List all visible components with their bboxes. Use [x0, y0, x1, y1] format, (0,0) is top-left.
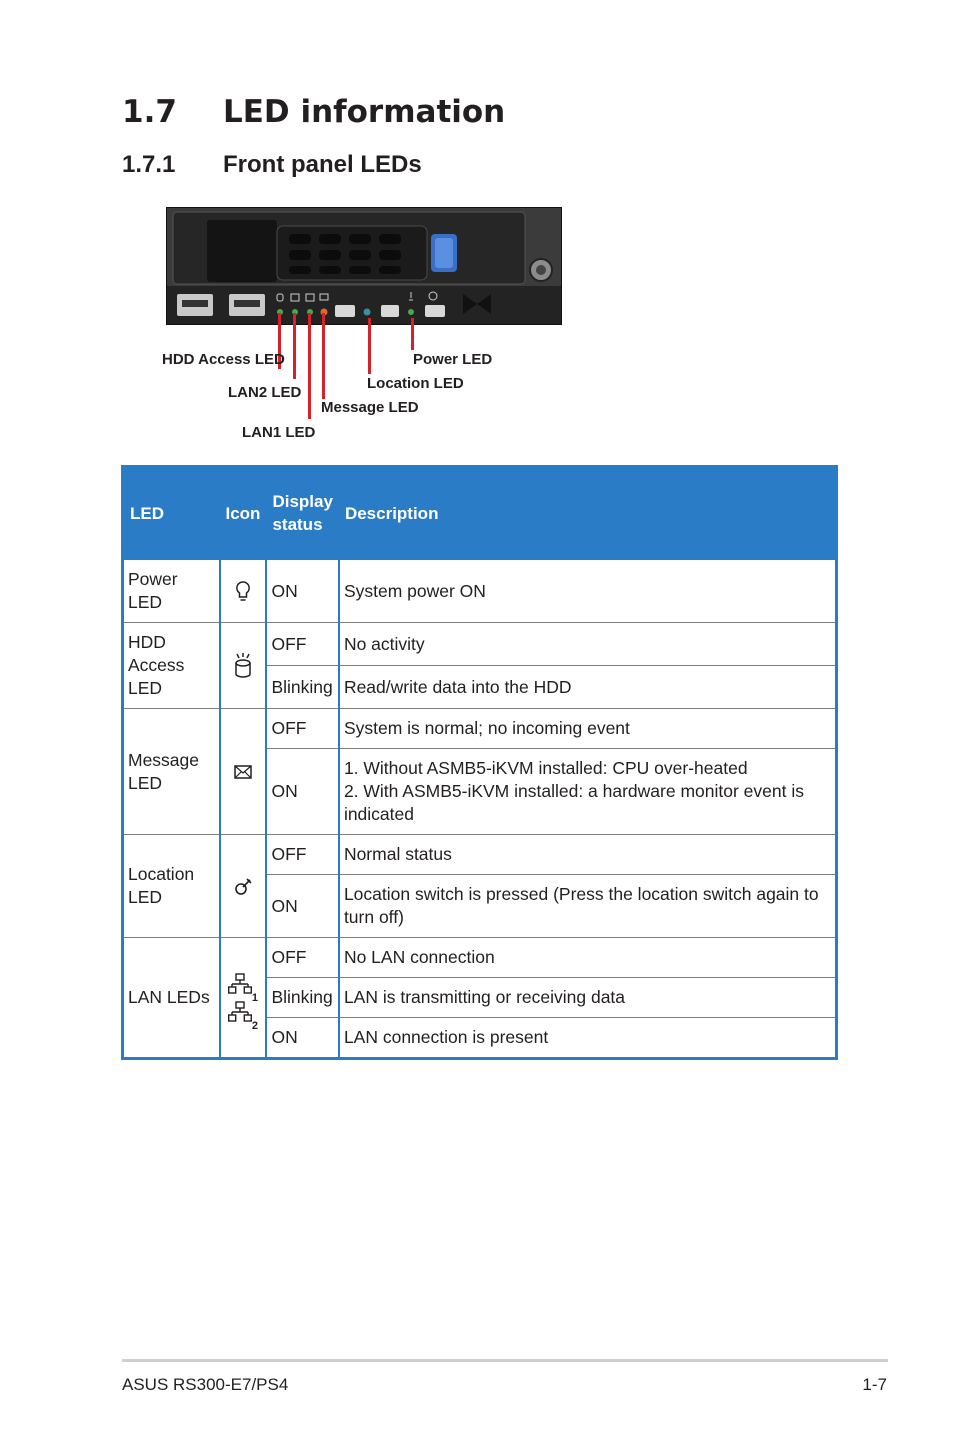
table-row: ON Location switch is pressed (Press the…: [123, 874, 837, 938]
lan-icon-subscript: 1: [251, 991, 259, 1004]
icon-cell: [219, 622, 268, 709]
icon-cell: [219, 556, 268, 623]
display-status: Blinking: [265, 665, 340, 709]
table-row: Message LED OFF System is normal; no inc…: [121, 708, 837, 835]
display-status: OFF: [265, 834, 340, 875]
footer-page-number: 1-7: [862, 1375, 887, 1394]
table-row: ON 1. Without ASMB5-iKVM installed: CPU …: [123, 748, 837, 835]
display-status: ON: [265, 874, 340, 938]
header-icon: Icon: [219, 466, 267, 558]
lan2-icon-group: 2: [223, 1000, 264, 1032]
led-table: LED Icon Display status Description Powe…: [121, 465, 838, 1060]
lan1-led-label: LAN1 LED: [242, 424, 316, 441]
description: No activity: [338, 622, 837, 666]
display-status: ON: [265, 748, 340, 835]
location-led-label: Location LED: [367, 375, 464, 392]
subsection-title: Front panel LEDs: [223, 151, 422, 178]
description: No LAN connection: [338, 937, 837, 978]
section-number: 1.7: [122, 94, 177, 130]
location-icon: [235, 878, 252, 895]
hdd-access-led-label: HDD Access LED: [162, 351, 285, 368]
header-display-status: Display status: [266, 466, 339, 558]
display-status: ON: [265, 1017, 340, 1059]
description: System power ON: [338, 556, 837, 623]
header-led: LED: [122, 466, 220, 558]
led-name: Power LED: [121, 556, 221, 623]
table-header-row: LED Icon Display status Description: [122, 466, 837, 558]
message-led-label: Message LED: [321, 399, 419, 416]
description: Read/write data into the HDD: [338, 665, 837, 709]
lan-icon-subscript: 2: [251, 1019, 259, 1032]
section-title: LED information: [223, 94, 506, 130]
footer-product-name: ASUS RS300-E7/PS4: [122, 1375, 289, 1394]
table-row: Power LED ON System power ON: [121, 556, 837, 623]
table-row: HDD Access LED OFF No activity: [121, 622, 837, 709]
lan2-led-label: LAN2 LED: [228, 384, 302, 401]
message-leader-line: [322, 313, 325, 399]
network-icon: [227, 1001, 252, 1022]
display-status: Blinking: [265, 977, 340, 1018]
table-row: LAN LEDs 1 2: [121, 937, 837, 1059]
description: 1. Without ASMB5-iKVM installed: CPU ove…: [338, 748, 837, 835]
power-leader-line: [411, 318, 414, 350]
led-name: Location LED: [121, 834, 221, 938]
description: Location switch is pressed (Press the lo…: [338, 874, 837, 938]
power-led-icon: [236, 580, 250, 601]
hdd-led-icon: [235, 652, 251, 678]
description: LAN is transmitting or receiving data: [338, 977, 837, 1018]
table-row: ON LAN connection is present: [123, 1017, 837, 1059]
lan2-leader-line: [293, 313, 296, 379]
led-name: LAN LEDs: [121, 937, 221, 1059]
lan1-icon-group: 1: [223, 972, 264, 1004]
lan1-leader-line: [308, 313, 311, 419]
icon-cell: 1 2: [219, 937, 268, 1059]
led-name: Message LED: [121, 708, 221, 835]
display-status: OFF: [265, 708, 340, 749]
display-status: ON: [265, 556, 340, 623]
subsection-number: 1.7.1: [122, 151, 176, 178]
hdd-leader-line: [278, 313, 281, 369]
description: LAN connection is present: [338, 1017, 837, 1059]
display-status: OFF: [265, 622, 340, 666]
power-led-label: Power LED: [413, 351, 493, 368]
led-name: HDD Access LED: [121, 622, 221, 709]
front-panel-image: [166, 207, 562, 325]
header-description: Description: [338, 466, 837, 558]
envelope-icon: [234, 765, 252, 780]
section-heading: 1.7 LED information: [122, 92, 505, 132]
icon-cell: [219, 834, 268, 938]
footer-divider: [122, 1359, 888, 1362]
icon-cell: [219, 708, 268, 835]
location-leader-line: [368, 318, 371, 374]
front-panel-drawing: [167, 208, 561, 324]
subsection-heading: 1.7.1 Front panel LEDs: [122, 150, 422, 180]
network-icon: [227, 973, 252, 994]
description: Normal status: [338, 834, 837, 875]
description: System is normal; no incoming event: [338, 708, 837, 749]
table-row: Location LED OFF Normal status: [121, 834, 837, 938]
display-status: OFF: [265, 937, 340, 978]
